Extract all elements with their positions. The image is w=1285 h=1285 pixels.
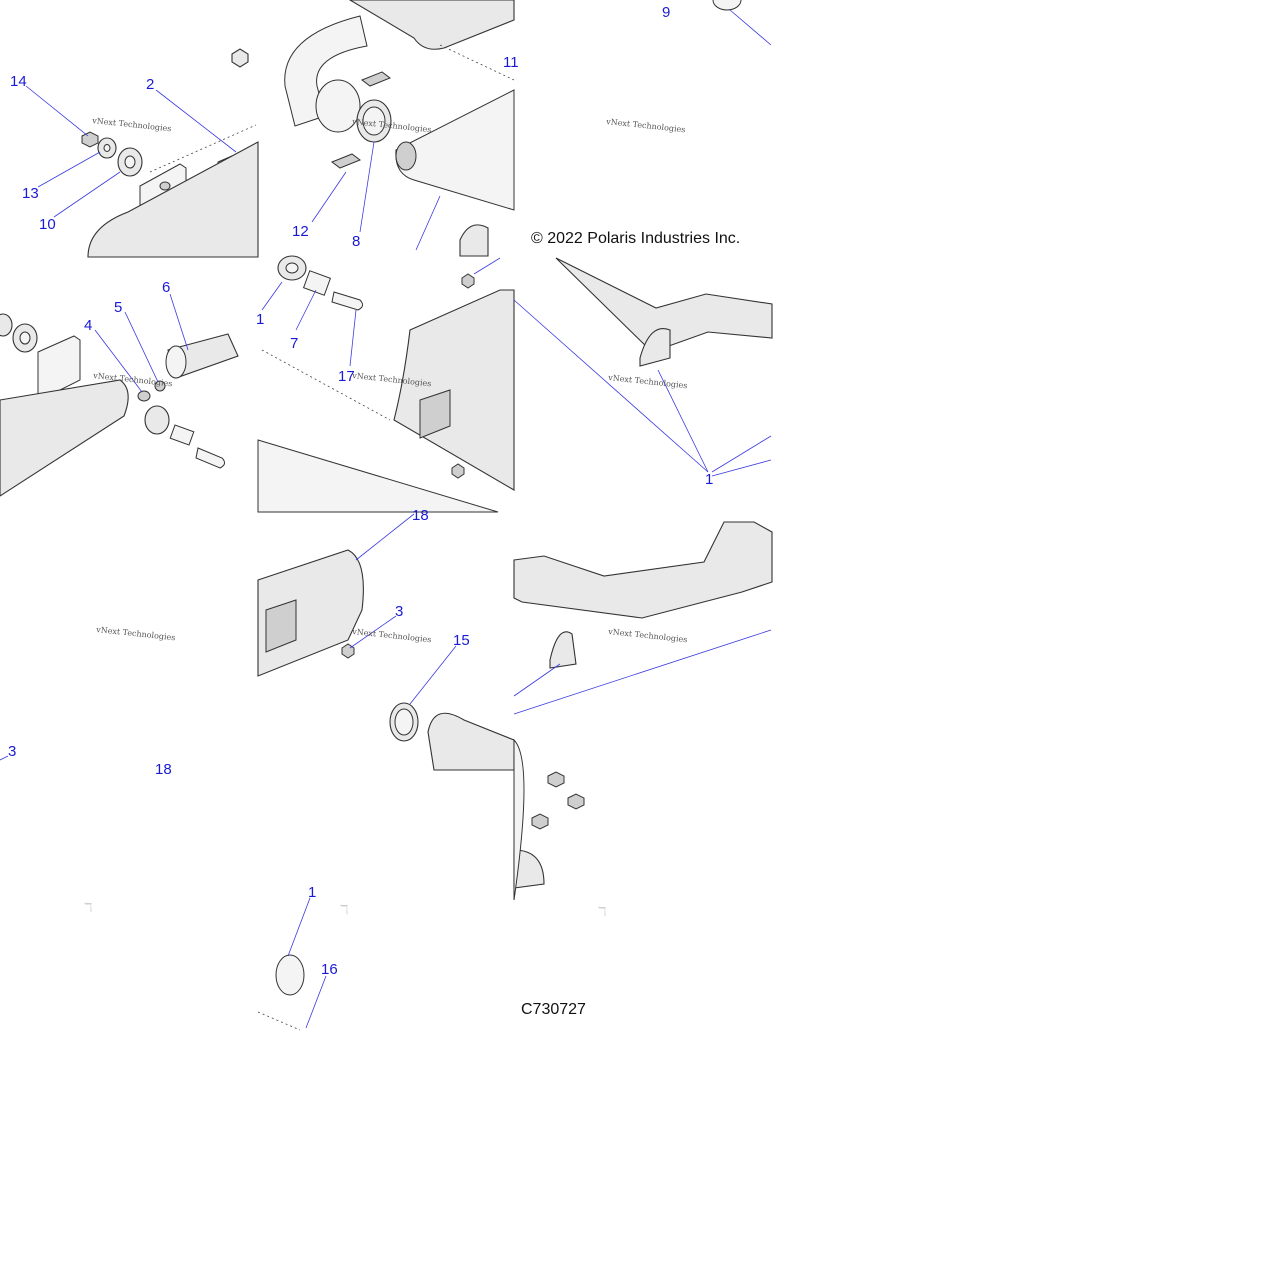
callout-18b: 18 — [155, 761, 172, 778]
exhaust-flange — [427, 712, 515, 771]
watermark-r3c3: vNext Technologies — [607, 627, 688, 644]
tile-r1c1: 14 2 13 10 vNext Technologies — [10, 48, 259, 258]
spring-12 — [330, 153, 362, 169]
callout-11: 11 — [503, 54, 519, 71]
clamp-r2 — [639, 328, 671, 367]
ring-9 — [712, 0, 742, 11]
callout-1b: 1 — [705, 471, 713, 488]
tile-r3c2: 18 3 15 1 16 vNext Technologies — [257, 507, 515, 1031]
bolt-c — [531, 813, 549, 830]
faint-mark-3: ℸ — [598, 905, 606, 920]
nut-5 — [154, 380, 166, 392]
callout-13: 13 — [22, 185, 39, 202]
bolt-14 — [81, 131, 99, 148]
header-pipe — [513, 521, 773, 619]
callout-5: 5 — [114, 299, 122, 316]
muffler-top — [348, 0, 515, 50]
shield-lower — [257, 439, 499, 513]
callout-17: 17 — [338, 368, 355, 385]
watermark-r3c1: vNext Technologies — [95, 625, 176, 642]
screw-bottom — [451, 463, 465, 479]
tile-r2c1: 4 5 6 vNext Technologies — [0, 279, 239, 497]
faint-mark-1: ℸ — [84, 901, 92, 916]
callout-8: 8 — [352, 233, 360, 250]
head-pipe-bend — [284, 15, 368, 127]
tile-r2c2: 1 7 17 vNext Technologies — [256, 255, 515, 513]
copyright-notice: © 2022 Polaris Industries Inc. — [531, 230, 740, 247]
watermark-r2c3: vNext Technologies — [607, 373, 688, 390]
callout-4: 4 — [84, 317, 92, 334]
tile-r3c3: vNext Technologies — [513, 521, 773, 901]
callout-12: 12 — [292, 223, 309, 240]
washer-4 — [137, 390, 151, 402]
callout-16: 16 — [321, 961, 338, 978]
callout-10: 10 — [39, 216, 56, 233]
spring-top — [360, 71, 392, 87]
heat-shield — [393, 289, 515, 491]
pipe-outlet — [315, 79, 361, 133]
callout-14: 14 — [10, 73, 27, 90]
callout-3b: 3 — [8, 743, 16, 760]
muffler-body — [87, 141, 259, 258]
clamp-lower — [513, 849, 545, 889]
clamp-r3 — [549, 631, 577, 669]
screw-top — [461, 273, 475, 289]
bolt-a — [547, 771, 565, 788]
clamp-1 — [275, 954, 305, 996]
callout-3a: 3 — [395, 603, 403, 620]
tile-r2c3: 1 vNext Technologies — [513, 257, 773, 488]
callout-1a: 1 — [256, 311, 264, 328]
sleeve-7 — [302, 270, 332, 296]
tile-r3c1: 3 18 vNext Technologies — [0, 625, 176, 778]
callout-18a: 18 — [412, 507, 429, 524]
bolt-17 — [331, 291, 364, 311]
diagram-code: C730727 — [521, 1001, 586, 1018]
clamp-r1 — [459, 224, 489, 257]
callout-7: 7 — [290, 335, 298, 352]
bolt-b — [567, 793, 585, 810]
bolt-r2 — [195, 447, 226, 469]
faint-mark-2: ℸ — [340, 903, 348, 918]
tile-r1c2: 12 8 11 vNext Technologies — [284, 0, 519, 257]
callout-15: 15 — [453, 632, 470, 649]
nut-top — [231, 48, 249, 68]
callout-2: 2 — [146, 76, 154, 93]
watermark-r1c1: vNext Technologies — [91, 116, 172, 133]
watermark-r3c2: vNext Technologies — [351, 627, 432, 644]
tile-r1c3: 9 vNext Technologies © 2022 Polaris Indu… — [531, 0, 772, 247]
callout-9: 9 — [662, 4, 670, 21]
callout-1c: 1 — [308, 884, 316, 901]
muffler-r2 — [0, 379, 129, 497]
watermark-r1c3: vNext Technologies — [605, 117, 686, 134]
callout-6: 6 — [162, 279, 170, 296]
